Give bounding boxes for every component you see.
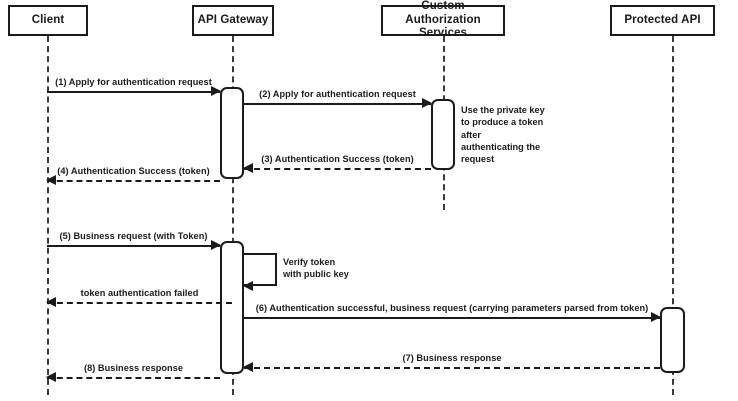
self-message-verify-token-label-line-1: Verify token [283, 257, 336, 267]
self-message-bottom-segment [244, 284, 277, 286]
message-line [47, 91, 220, 93]
message-line [47, 377, 220, 379]
lifeline-protected-api [672, 36, 674, 395]
arrowhead-left-icon [243, 362, 253, 372]
participant-client-label: Client [31, 13, 65, 26]
participant-custom-authorization-services[interactable]: Custom Authorization Services [381, 0, 505, 39]
message-line [244, 103, 431, 105]
message-line [47, 180, 220, 182]
activation-protected-api [660, 307, 685, 373]
message-label: (5) Business request (with Token) [59, 231, 208, 241]
message-line [244, 367, 660, 369]
message-label: token authentication failed [80, 288, 199, 298]
participant-client[interactable]: Client [8, 5, 88, 36]
arrowhead-right-icon [422, 98, 432, 108]
lifeline-client [47, 36, 49, 395]
message-label: (8) Business response [83, 363, 184, 373]
self-message-verify-token[interactable] [243, 253, 277, 291]
message-line [244, 168, 431, 170]
arrowhead-right-icon [211, 240, 221, 250]
participant-api-gateway-label: API Gateway [197, 13, 269, 26]
message-label: (3) Authentication Success (token) [261, 154, 414, 164]
self-message-verify-token-label-line-2: with public key [283, 269, 349, 280]
arrowhead-left-icon [46, 175, 56, 185]
message-label: (1) Apply for authentication request [55, 77, 212, 87]
activation-api-gateway-business [220, 241, 244, 374]
message-line [47, 245, 220, 247]
arrowhead-left-icon [46, 297, 56, 307]
message-label: (2) Apply for authentication request [259, 89, 416, 99]
message-label: (4) Authentication Success (token) [57, 166, 210, 176]
message-line [47, 302, 232, 304]
message-label: (6) Authentication successful, business … [255, 303, 649, 313]
arrowhead-left-icon [243, 163, 253, 173]
self-message-right-segment [275, 253, 277, 286]
participant-api-gateway[interactable]: API Gateway [192, 5, 274, 36]
activation-api-gateway-auth [220, 87, 244, 179]
note-private-key: Use the private key to produce a token a… [461, 105, 545, 165]
arrowhead-right-icon [651, 312, 661, 322]
self-message-verify-token-label: Verify token with public key [283, 256, 349, 280]
participant-custom-authorization-services-label: Custom Authorization Services [405, 0, 481, 40]
arrowhead-left-icon [46, 372, 56, 382]
self-message-top-segment [244, 253, 277, 255]
participant-protected-api[interactable]: Protected API [610, 5, 715, 36]
arrowhead-left-icon [243, 281, 253, 291]
participant-protected-api-label: Protected API [624, 13, 701, 26]
message-line [244, 317, 660, 319]
arrowhead-right-icon [211, 86, 221, 96]
lifeline-api-gateway [232, 36, 234, 395]
activation-custom-authorization-services [431, 99, 455, 170]
message-label: (7) Business response [402, 353, 502, 363]
